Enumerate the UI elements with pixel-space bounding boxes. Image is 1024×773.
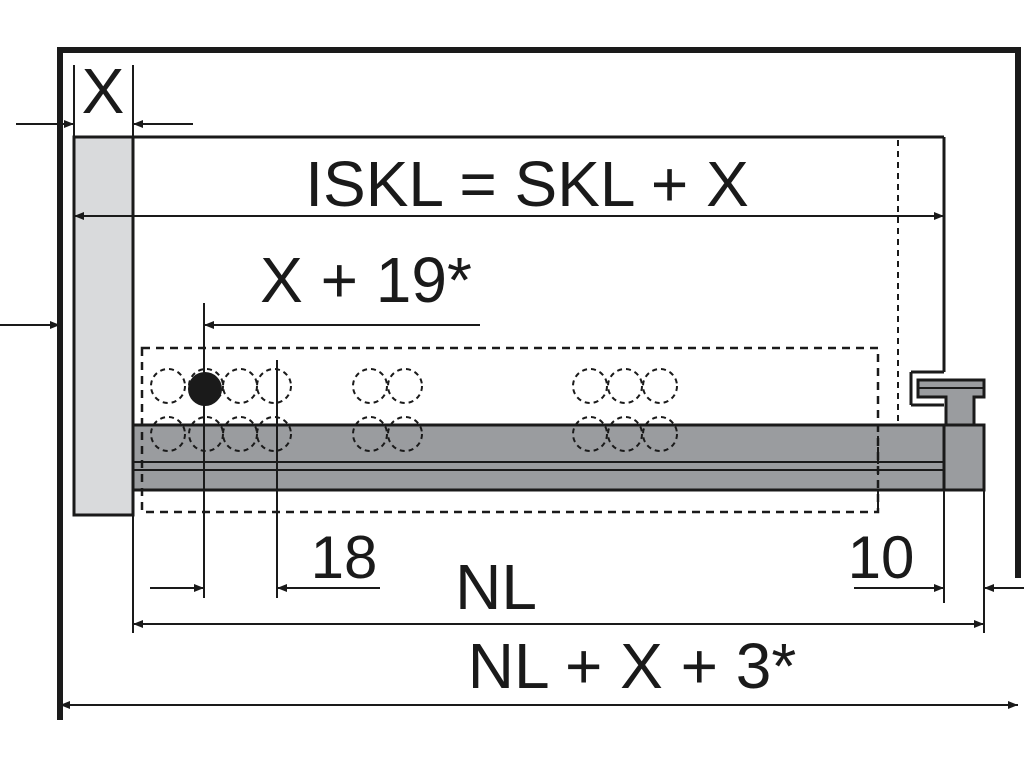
- label-10: 10: [848, 524, 915, 591]
- rear-clip: [916, 378, 986, 427]
- label-x: X: [82, 55, 125, 127]
- label-iskl: ISKL = SKL + X: [305, 148, 749, 220]
- screw-holes-dashed: [150, 368, 678, 452]
- label-x-plus-19: X + 19*: [260, 244, 472, 316]
- extension-lines: [73, 65, 985, 633]
- front-panel: [72, 135, 135, 517]
- drawer-side: [133, 135, 946, 407]
- label-18: 18: [311, 524, 378, 591]
- label-nl-total: NL + X + 3*: [468, 630, 797, 702]
- runner-rail: [131, 423, 986, 492]
- cabinet-outline: [57, 47, 1021, 720]
- label-nl: NL: [455, 551, 537, 623]
